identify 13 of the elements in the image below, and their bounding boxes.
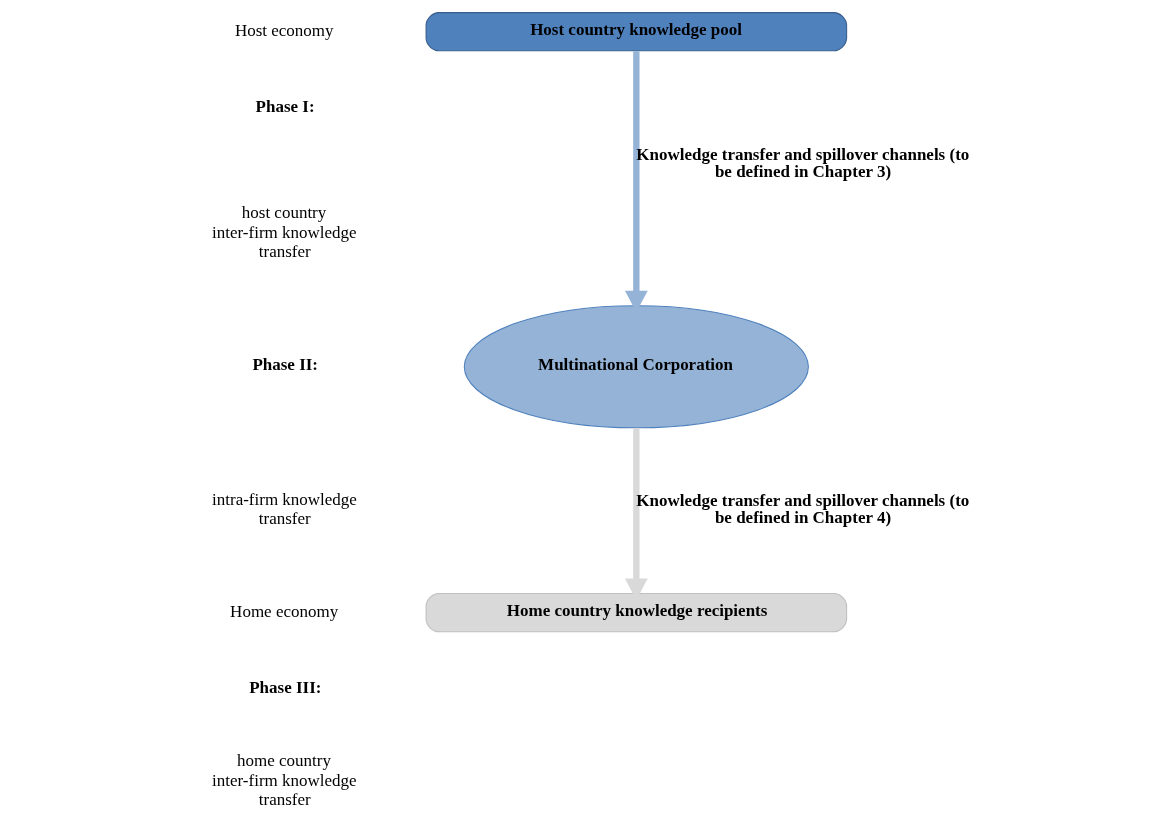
label: Phase II:	[251, 354, 318, 374]
node-box: Home country knowledge recipients	[425, 593, 847, 633]
label: intra-firm knowledge transfer	[211, 490, 357, 529]
edge-label: Knowledge transfer and spillover channels (to be defined in Chapter 4)	[635, 491, 969, 528]
label: Phase III:	[248, 678, 321, 698]
node-box: Host country knowledge pool	[425, 12, 847, 52]
label: home country inter-firm knowledge transfer	[211, 751, 357, 809]
label: Phase I:	[255, 97, 315, 117]
node-ellipse: Multinational Corporation	[463, 305, 809, 429]
label: host country inter-firm knowledge transfer	[211, 203, 357, 261]
label: Home economy	[229, 601, 338, 621]
label: Host economy	[234, 20, 334, 40]
edge-label: Knowledge transfer and spillover channels (to be defined in Chapter 3)	[635, 145, 969, 181]
